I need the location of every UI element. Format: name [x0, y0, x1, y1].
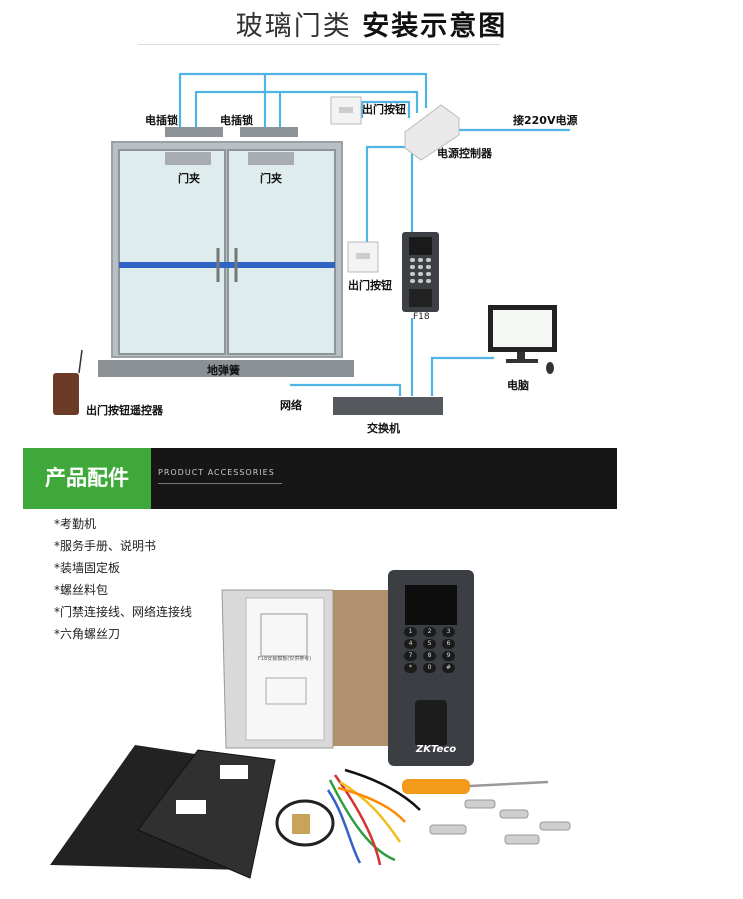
- f18-key: [410, 272, 415, 276]
- wire-network: [290, 383, 402, 396]
- f18-key: [410, 279, 415, 283]
- wire-pc-switch: [430, 356, 494, 396]
- mounting-plate-front: [137, 749, 276, 879]
- cable-loop: [275, 799, 335, 847]
- accessory-item: *服务手册、说明书: [54, 539, 157, 553]
- accessories-heading-underline: [158, 483, 282, 484]
- page-title: 玻璃门类 安装示意图: [235, 11, 508, 42]
- f18-key: [410, 265, 415, 269]
- keypad-key: 9: [442, 651, 455, 661]
- product-photo: [50, 570, 571, 879]
- f18-key: [418, 279, 423, 283]
- keypad-key: 1: [404, 627, 417, 637]
- lock-left-shape: [165, 127, 223, 137]
- keypad-key: 6: [442, 639, 455, 649]
- f18-label: F18: [413, 312, 430, 322]
- f18-key: [426, 279, 431, 283]
- power-controller-label: 电源控制器: [437, 147, 492, 160]
- accessory-item: *门禁连接线、网络连接线: [54, 605, 193, 619]
- remote-shape: [53, 373, 79, 415]
- accessory-item: *考勤机: [54, 517, 97, 531]
- keypad-key: 4: [404, 639, 417, 649]
- accessories-heading-en: PRODUCT ACCESSORIES: [158, 468, 275, 477]
- exit-button-top-label: 出门按钮: [362, 103, 406, 116]
- wire-exit-mid: [365, 145, 408, 246]
- floor-spring-bar: [98, 360, 354, 377]
- accessory-item: *六角螺丝刀: [54, 627, 121, 641]
- lock-left-label: 电插锁: [145, 114, 178, 127]
- rj45-connector: [292, 814, 310, 834]
- keypad-key: 8: [423, 651, 436, 661]
- screw-pack: [429, 799, 571, 845]
- remote-label: 出门按钮遥控器: [86, 404, 163, 417]
- switch-shape: [333, 397, 443, 415]
- product-box: [333, 590, 388, 746]
- f18-key: [426, 272, 431, 276]
- f18-key: [418, 265, 423, 269]
- f18-key: [426, 265, 431, 269]
- keypad-key: 5: [423, 639, 436, 649]
- door-glass-left: [118, 149, 226, 355]
- wiring-diagram: [53, 72, 570, 415]
- door-glass-right: [227, 149, 336, 355]
- clamp-left-shape: [165, 152, 211, 165]
- f18-key: [426, 258, 431, 262]
- network-label: 网络: [280, 399, 302, 412]
- f18-key: [410, 258, 415, 262]
- f18-key: [418, 272, 423, 276]
- floor-spring-label: 地弹簧: [207, 364, 240, 377]
- device-brand: ZKTeco: [416, 744, 457, 755]
- accessory-item: *螺丝料包: [54, 583, 109, 597]
- f18-key: [418, 258, 423, 262]
- exit-button-mid-label: 出门按钮: [348, 279, 392, 292]
- screwdriver-handle: [402, 779, 470, 794]
- wire-bundle: [326, 768, 421, 866]
- clamp-right-label: 门夹: [260, 172, 282, 185]
- keypad-key: 0: [423, 663, 436, 673]
- accessory-item: *装墙固定板: [54, 561, 121, 575]
- keypad-key: #: [442, 663, 455, 673]
- keypad-key: *: [404, 663, 417, 673]
- accessories-banner-green: [23, 448, 151, 509]
- template-sheet: [245, 597, 325, 741]
- keypad-key: 7: [404, 651, 417, 661]
- title-divider: [138, 44, 500, 45]
- power-controller-shape: [404, 104, 460, 161]
- keypad-key: 3: [442, 627, 455, 637]
- clamp-left-label: 门夹: [178, 172, 200, 185]
- wire-exit-top: [360, 100, 411, 118]
- computer-label: 电脑: [507, 379, 529, 392]
- accessories-heading: 产品配件: [45, 466, 129, 490]
- power-220v-label: 接220V电源: [513, 114, 578, 127]
- keypad-key: 2: [423, 627, 436, 637]
- f18-keypad: [410, 258, 432, 286]
- clamp-right-shape: [248, 152, 294, 165]
- wire-lock-left-a: [178, 72, 428, 127]
- lock-right-label: 电插锁: [220, 114, 253, 127]
- wire-lock-right-a: [194, 90, 419, 127]
- switch-label: 交换机: [367, 422, 400, 435]
- lock-right-shape: [240, 127, 298, 137]
- template-title: F18安装模板(仅供参考): [258, 656, 312, 662]
- door-rail: [119, 262, 335, 268]
